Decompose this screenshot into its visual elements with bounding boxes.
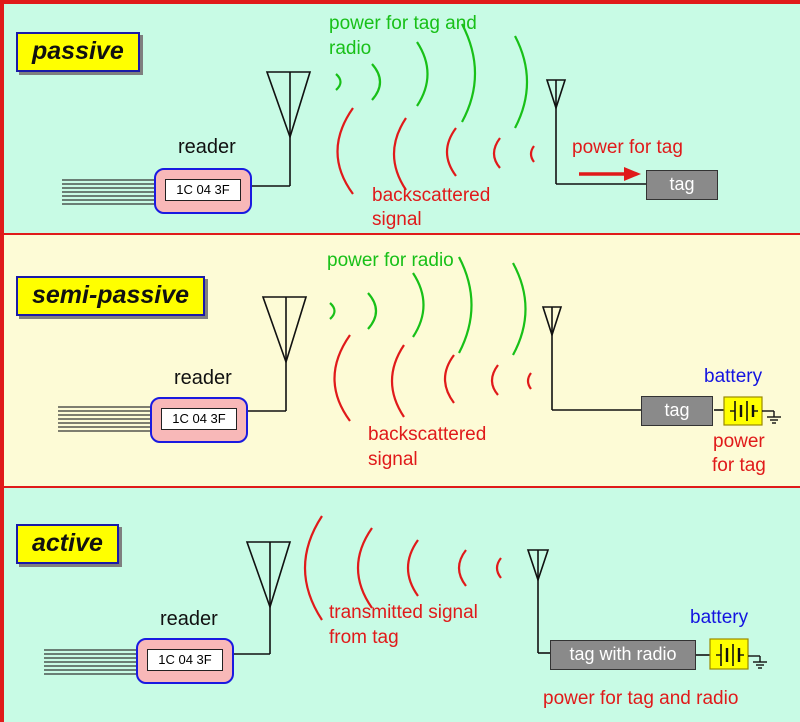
- cable-icon: [62, 179, 154, 205]
- arrow-power-text: power for tag: [572, 137, 683, 158]
- ground-icon: [762, 410, 781, 424]
- semi-passive-drawing: [58, 256, 781, 432]
- reader-device: 1C 04 3F: [154, 168, 252, 214]
- battery-label: battery: [704, 366, 763, 387]
- forward-power-text-line1: power for tag and: [329, 13, 477, 34]
- forward-wave-arcs: [329, 256, 527, 356]
- reader-antenna-icon: [252, 71, 312, 187]
- battery-icon: [696, 638, 749, 670]
- tag-box: tag: [641, 396, 713, 426]
- reader-id-display: 1C 04 3F: [147, 649, 223, 671]
- transmit-text-line1: transmitted signal: [329, 602, 478, 623]
- passive-drawing: [62, 23, 647, 205]
- forward-wave-arcs: [335, 23, 529, 129]
- reader-device: 1C 04 3F: [136, 638, 234, 684]
- battery-note: power for tag and radio: [543, 688, 739, 709]
- battery-label: battery: [690, 607, 749, 628]
- reader-label: reader: [178, 136, 236, 158]
- active-drawing: [44, 515, 767, 675]
- backscatter-text-line1: backscattered: [368, 424, 487, 445]
- reader-antenna-icon: [234, 541, 292, 655]
- transmit-wave-arcs: [304, 515, 502, 621]
- tag-box: tag: [646, 170, 718, 200]
- battery-icon: [714, 396, 763, 426]
- tag-antenna-icon: [541, 306, 642, 411]
- forward-power-text: power for radio: [327, 250, 454, 271]
- passive-panel: passive: [4, 4, 800, 233]
- forward-power-text-line2: radio: [329, 38, 372, 59]
- backscatter-wave-arcs: [333, 334, 532, 422]
- arrow-right-icon: [579, 167, 641, 181]
- backscatter-text-line2: signal: [368, 449, 418, 470]
- battery-note-line2: for tag: [712, 455, 766, 476]
- tag-with-radio-box: tag with radio: [550, 640, 696, 670]
- transmit-text-line2: from tag: [329, 627, 399, 648]
- reader-antenna-icon: [248, 296, 308, 412]
- mode-label-active: active: [16, 524, 119, 564]
- active-panel: active: [4, 488, 800, 722]
- cable-icon: [44, 649, 136, 675]
- backscatter-wave-arcs: [336, 107, 535, 195]
- backscatter-text-line2: signal: [372, 209, 422, 230]
- reader-id-display: 1C 04 3F: [161, 408, 237, 430]
- backscatter-text-line1: backscattered: [372, 185, 491, 206]
- tag-antenna-icon: [545, 79, 647, 185]
- reader-label: reader: [174, 367, 232, 389]
- cable-icon: [58, 406, 150, 432]
- mode-label-passive: passive: [16, 32, 140, 72]
- mode-label-semi-passive: semi-passive: [16, 276, 206, 316]
- semi-passive-panel: semi-passive: [4, 235, 800, 486]
- ground-icon: [748, 655, 767, 669]
- battery-note-line1: power: [713, 431, 765, 452]
- reader-device: 1C 04 3F: [150, 397, 248, 443]
- tag-antenna-icon: [526, 549, 550, 654]
- reader-label: reader: [160, 608, 218, 630]
- reader-id-display: 1C 04 3F: [165, 179, 241, 201]
